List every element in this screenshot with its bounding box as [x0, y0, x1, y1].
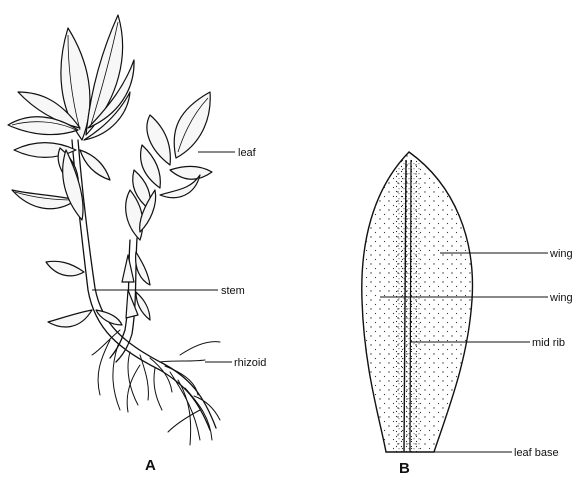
rhizoids — [92, 330, 220, 445]
rhizoid-label: rhizoid — [234, 357, 266, 369]
figure-a-caption: A — [145, 457, 156, 474]
figure-b-caption: B — [399, 460, 410, 477]
main-shoot-leaves — [8, 15, 134, 327]
stem-label: stem — [221, 285, 245, 297]
wing-label-2: wing — [549, 292, 573, 304]
leaf-label: leaf — [238, 147, 257, 159]
moss-plant-illustration — [8, 15, 235, 445]
moss-leaf-illustration — [355, 150, 548, 455]
mid-rib-label: mid rib — [532, 337, 565, 349]
wing-label-1: wing — [549, 248, 573, 260]
leaf-base-label: leaf base — [514, 447, 559, 459]
